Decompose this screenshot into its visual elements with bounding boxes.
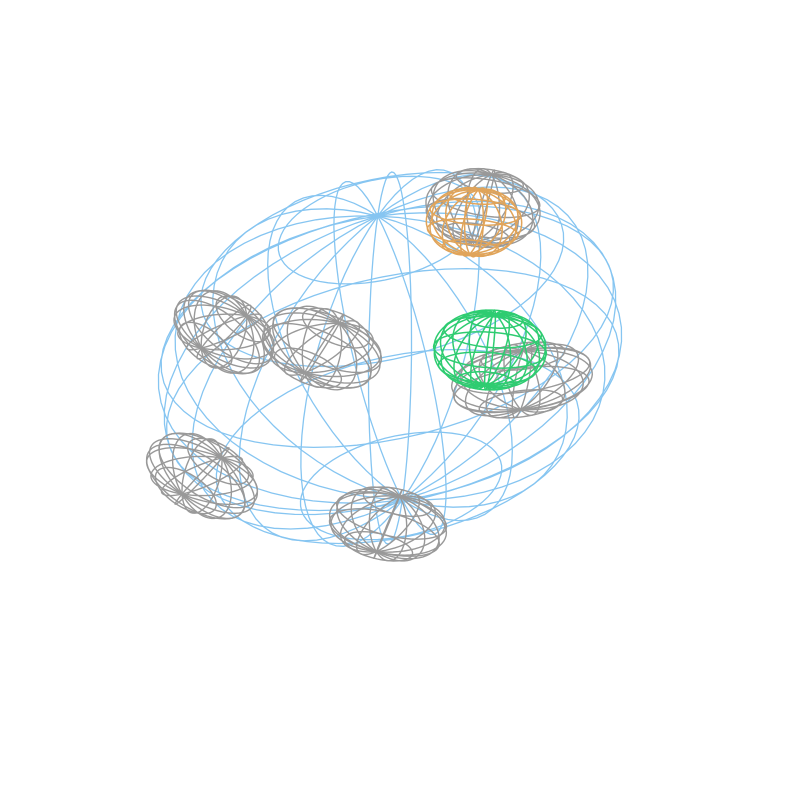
green-body-right bbox=[432, 309, 548, 391]
gray-body-left-longitude-ring bbox=[200, 295, 248, 369]
gray-body-center-left-longitude-ring bbox=[286, 305, 358, 391]
gray-body-bottom-left-longitude-ring bbox=[148, 437, 256, 515]
green-body-right-longitude-ring bbox=[483, 309, 497, 391]
gray-body-left bbox=[173, 289, 275, 375]
green-body-right-longitude-ring bbox=[440, 313, 540, 387]
orange-body-top-right bbox=[425, 186, 523, 258]
outer-shell-longitude-ring bbox=[333, 181, 447, 535]
gray-body-top-right-longitude-ring bbox=[435, 173, 531, 243]
gray-body-center-left-longitude-ring bbox=[270, 322, 374, 374]
gray-body-left-longitude-ring bbox=[177, 313, 271, 351]
gray-body-bottom-center bbox=[328, 486, 448, 562]
gray-body-center-left bbox=[261, 305, 383, 391]
gray-body-bottom-left bbox=[145, 432, 259, 520]
gray-body-bottom-left-longitude-ring bbox=[150, 455, 254, 497]
orange-body-top-right-longitude-ring bbox=[441, 188, 507, 256]
outer-shell bbox=[157, 169, 623, 547]
gray-body-top-right bbox=[425, 167, 541, 249]
gray-body-right bbox=[450, 341, 594, 419]
gray-body-bottom-center-longitude-ring bbox=[339, 495, 437, 553]
